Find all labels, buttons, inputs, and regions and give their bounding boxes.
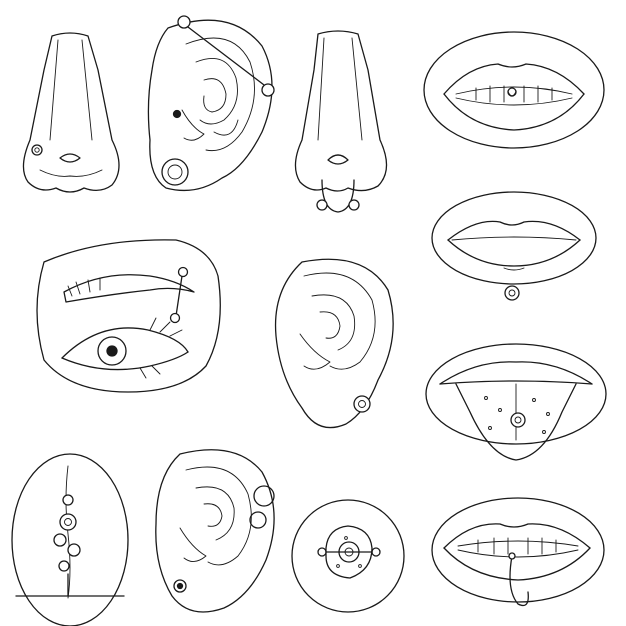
nose-side-piercing bbox=[22, 32, 120, 193]
eyebrow-piercing bbox=[36, 239, 221, 393]
lip-ring-piercing bbox=[431, 497, 605, 607]
lower-lip-piercing bbox=[431, 191, 597, 301]
ear-lobe-piercing bbox=[274, 258, 394, 429]
nose-septum-ring bbox=[294, 30, 388, 213]
tongue-piercing bbox=[425, 343, 607, 461]
ear-helix-ring bbox=[155, 449, 275, 613]
nipple-piercing bbox=[291, 499, 405, 613]
navel-piercing bbox=[11, 453, 129, 626]
lip-frenulum-piercing bbox=[423, 31, 605, 149]
ear-industrial-piercing bbox=[147, 15, 275, 192]
